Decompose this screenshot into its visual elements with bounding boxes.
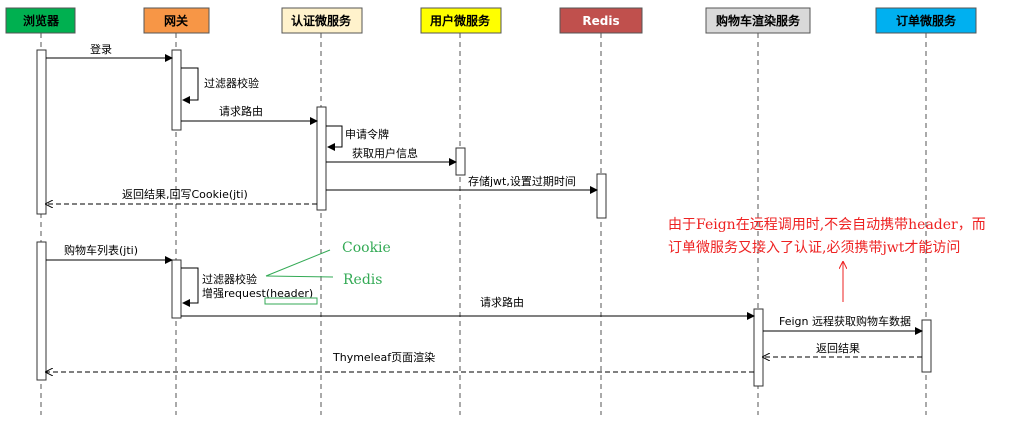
participant-user: 用户微服务: [420, 7, 502, 34]
message-store-jwt: 存储jwt,设置过期时间: [326, 174, 598, 194]
activation-user: [455, 147, 466, 176]
participant-browser-label: 浏览器: [23, 13, 60, 28]
activation-gateway-1: [171, 49, 182, 131]
message-route-2: 请求路由: [181, 295, 755, 320]
participant-cart: 购物车渲染服务: [705, 7, 811, 34]
participant-user-label: 用户微服务: [429, 13, 491, 28]
note-line-2: 订单微服务又接入了认证,必须携带jwt才能访问: [668, 239, 960, 256]
activation-cart: [753, 308, 764, 387]
annotation-cookie-redis: Cookie Redis: [265, 240, 391, 288]
activation-order: [921, 319, 932, 373]
note-line-1: 由于Feign在远程调用时,不会自动携带header，而: [668, 217, 986, 233]
message-filter-check-1: 过滤器校验: [181, 67, 259, 104]
message-filter-check-2-label: 过滤器校验: [202, 272, 257, 286]
activation-redis: [596, 173, 607, 219]
participant-order: 订单微服务: [875, 7, 977, 34]
message-filter-check-2: 过滤器校验 增强request(header): [181, 267, 318, 307]
message-apply-token: 申请令牌: [326, 125, 389, 151]
activation-gateway-2: [171, 259, 182, 319]
participant-redis: Redis: [559, 7, 643, 34]
message-route-2-label: 请求路由: [480, 295, 524, 309]
participant-browser: 浏览器: [5, 7, 76, 34]
message-store-jwt-label: 存储jwt,设置过期时间: [468, 174, 576, 188]
participant-order-label: 订单微服务: [896, 13, 957, 28]
message-route-1: 请求路由: [181, 104, 318, 125]
message-enhance-request-label: 增强request(header): [202, 286, 313, 300]
annotation-cookie: Cookie: [342, 240, 391, 256]
message-return-cookie: 返回结果,回写Cookie(jti): [46, 188, 317, 204]
participant-auth-label: 认证微服务: [291, 13, 352, 28]
message-cart-list: 购物车列表(jti): [46, 243, 173, 264]
participant-gateway: 网关: [143, 7, 210, 34]
feign-header-note: 由于Feign在远程调用时,不会自动携带header，而 订单微服务又接入了认证…: [668, 217, 986, 302]
message-get-user-info-label: 获取用户信息: [352, 146, 418, 160]
message-thymeleaf-render: Thymeleaf页面渲染: [46, 350, 754, 372]
message-return-cookie-label: 返回结果,回写Cookie(jti): [122, 188, 248, 201]
message-feign-fetch: Feign 远程获取购物车数据: [763, 314, 923, 335]
activation-browser-1: [36, 49, 47, 215]
message-filter-check-1-label: 过滤器校验: [204, 76, 259, 90]
message-feign-fetch-label: Feign 远程获取购物车数据: [779, 314, 911, 328]
activation-auth: [316, 106, 327, 211]
message-cart-list-label: 购物车列表(jti): [64, 243, 138, 257]
message-return-result-label: 返回结果: [816, 342, 860, 355]
activation-browser-2: [36, 241, 47, 381]
participant-gateway-label: 网关: [164, 13, 188, 28]
message-return-result: 返回结果: [763, 342, 922, 357]
annotation-redis: Redis: [343, 272, 382, 288]
message-apply-token-label: 申请令牌: [345, 127, 389, 141]
header-highlight-box: [264, 297, 318, 305]
participant-cart-label: 购物车渲染服务: [716, 13, 801, 28]
participant-auth: 认证微服务: [281, 7, 363, 34]
message-route-1-label: 请求路由: [219, 104, 263, 118]
message-get-user-info: 获取用户信息: [326, 146, 457, 166]
message-login-label: 登录: [90, 42, 112, 56]
message-thymeleaf-render-label: Thymeleaf页面渲染: [332, 350, 435, 364]
participant-redis-label: Redis: [582, 14, 619, 28]
message-login: 登录: [46, 42, 173, 62]
